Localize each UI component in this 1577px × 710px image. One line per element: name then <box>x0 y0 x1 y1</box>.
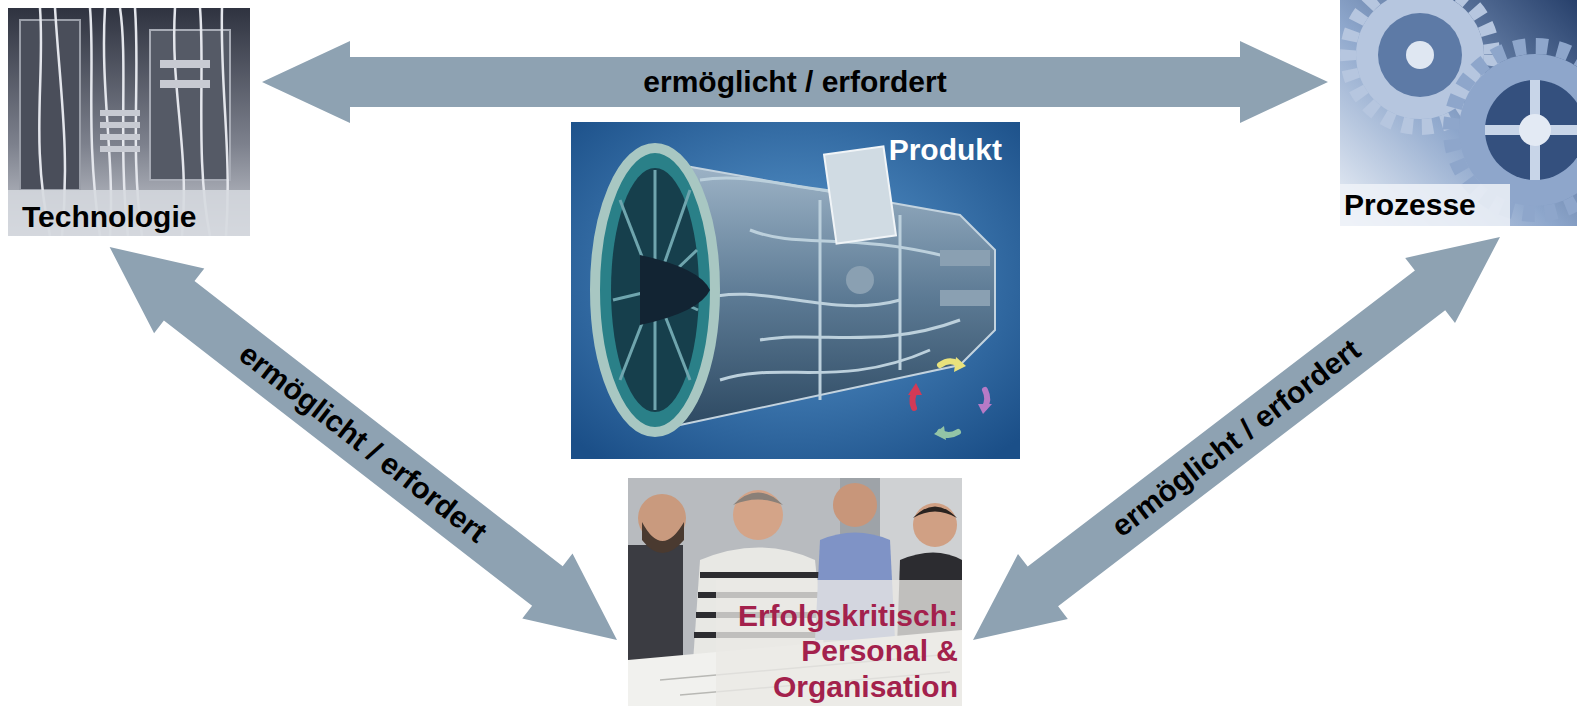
double-arrow <box>110 247 617 640</box>
text-group: Produkt <box>889 132 1002 167</box>
double-arrow <box>973 237 1500 640</box>
technology-photo <box>8 8 250 236</box>
node-label: Erfolgskritisch: Personal & Organisation <box>706 598 958 704</box>
node-label: Prozesse <box>1344 187 1476 222</box>
engine-illustration <box>571 122 1020 459</box>
text-group: Erfolgskritisch: Personal & Organisation <box>706 598 958 704</box>
edge-label: ermöglicht / erfordert <box>1107 334 1366 542</box>
process-box: Prozesse <box>1340 0 1577 226</box>
node-label: Technologie <box>22 199 196 234</box>
organisation-box: Erfolgskritisch: Personal & Organisation <box>628 478 962 706</box>
text-group: Prozesse <box>1344 187 1476 222</box>
team-photo <box>628 478 962 706</box>
text-group: Technologie <box>22 199 196 234</box>
edge-label: ermöglicht / erfordert <box>643 67 946 97</box>
edge-label: ermöglicht / erfordert <box>234 339 492 548</box>
product-box: Produkt <box>571 122 1020 459</box>
double-arrow <box>262 41 1328 123</box>
gears-photo <box>1340 0 1577 226</box>
node-label: Produkt <box>889 132 1002 167</box>
technology-box: Technologie <box>8 8 250 236</box>
